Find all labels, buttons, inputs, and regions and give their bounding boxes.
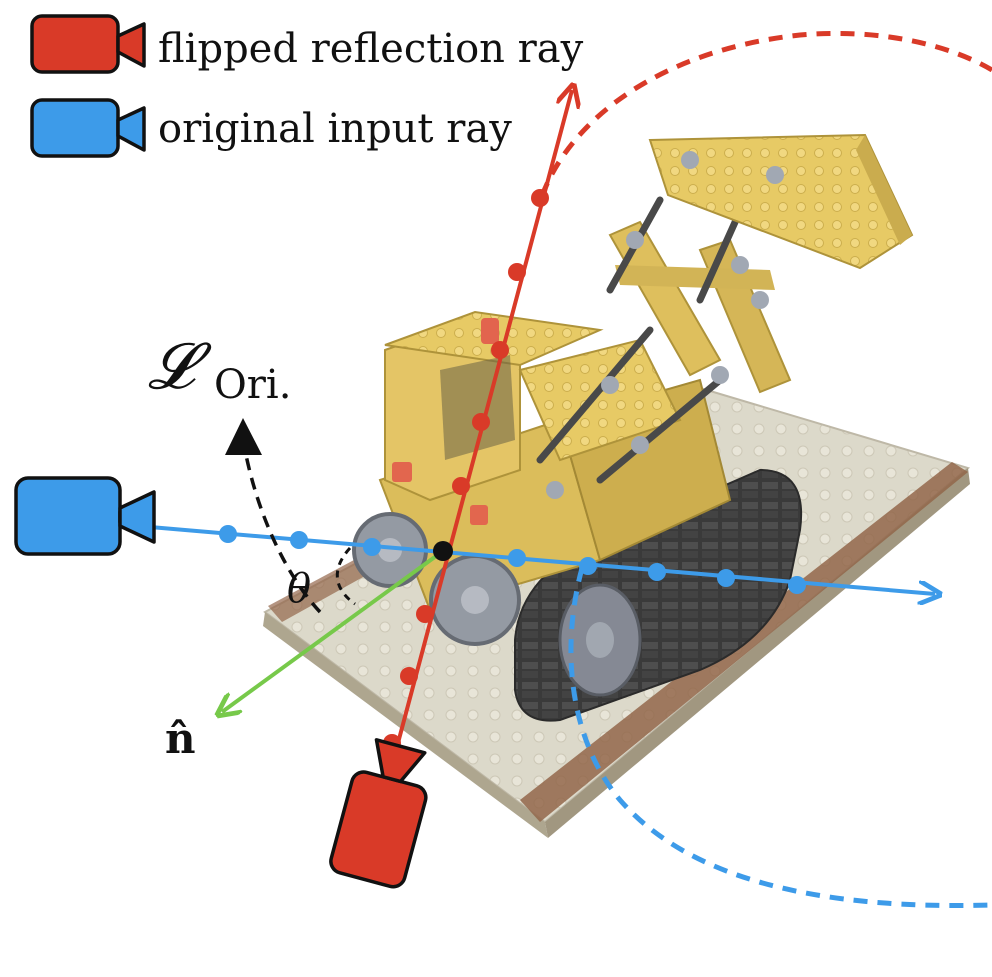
input-ray-samples [219, 525, 806, 594]
camera-lens-shape [374, 738, 427, 784]
loss-subscript: Ori. [214, 362, 291, 408]
reflection-camera-icon [329, 738, 428, 889]
input-sample-point [717, 569, 735, 587]
legend-input-camera-icon [30, 98, 146, 158]
baseplate-edge [263, 612, 548, 838]
input-sample-point [290, 531, 308, 549]
input-sample-point [788, 576, 806, 594]
reflection-sample-point [416, 605, 434, 623]
red-light [481, 318, 499, 344]
loss-arrowhead [225, 418, 262, 455]
input-sample-point [219, 525, 237, 543]
bucket-side [856, 135, 912, 245]
camera-body [329, 770, 428, 889]
reflection-ray [376, 90, 572, 819]
baseplate-edge-right [545, 468, 970, 838]
loader-arm-left [608, 220, 722, 377]
input-sample-point [363, 538, 381, 556]
input-dashed-arc [568, 567, 992, 908]
joint [731, 256, 749, 274]
camera-body [14, 476, 122, 556]
hydraulic-rod-4 [596, 376, 724, 484]
joint [601, 376, 619, 394]
reflection-sample-point [491, 341, 509, 359]
reflection-dashed-arc [539, 30, 992, 197]
input-sample-point [508, 549, 526, 567]
red-light-front [392, 462, 412, 482]
surface-normal [222, 549, 445, 712]
angle-label: θ [287, 566, 311, 612]
reflection-sample-point [452, 477, 470, 495]
joint [711, 366, 729, 384]
loss-dashed-arrow [242, 444, 322, 614]
camera-lens-shape [118, 490, 156, 544]
red-light-front-2 [470, 505, 488, 525]
normal-label: n̂ [165, 714, 196, 763]
joint [766, 166, 784, 184]
legend-reflection-label: flipped reflection ray [158, 26, 584, 72]
bucket [648, 133, 914, 270]
engine-block [518, 338, 682, 462]
legend: flipped reflection ray original input ra… [30, 14, 584, 158]
lego-bulldozer-illustration [263, 133, 971, 838]
reflection-sample-point [531, 189, 549, 207]
reflection-sample-point [400, 667, 418, 685]
legend-reflection-camera-icon [30, 14, 146, 74]
joint [546, 481, 564, 499]
legend-input-label: original input ray [158, 106, 512, 152]
loss-symbol: 𝓛 [148, 330, 212, 404]
intersection-point [433, 541, 453, 561]
joint [631, 436, 649, 454]
front-wheel-left-hub [378, 538, 402, 562]
joint [751, 291, 769, 309]
joint [626, 231, 644, 249]
reflection-sample-point [472, 413, 490, 431]
input-camera-icon [14, 476, 156, 556]
input-sample-point [579, 557, 597, 575]
front-wheel-right-hub [461, 586, 489, 614]
reflection-sample-point [508, 263, 526, 281]
input-sample-point [648, 563, 666, 581]
track-sprocket-hub [586, 622, 614, 658]
hydraulic-rod-3 [536, 326, 654, 464]
joint [681, 151, 699, 169]
